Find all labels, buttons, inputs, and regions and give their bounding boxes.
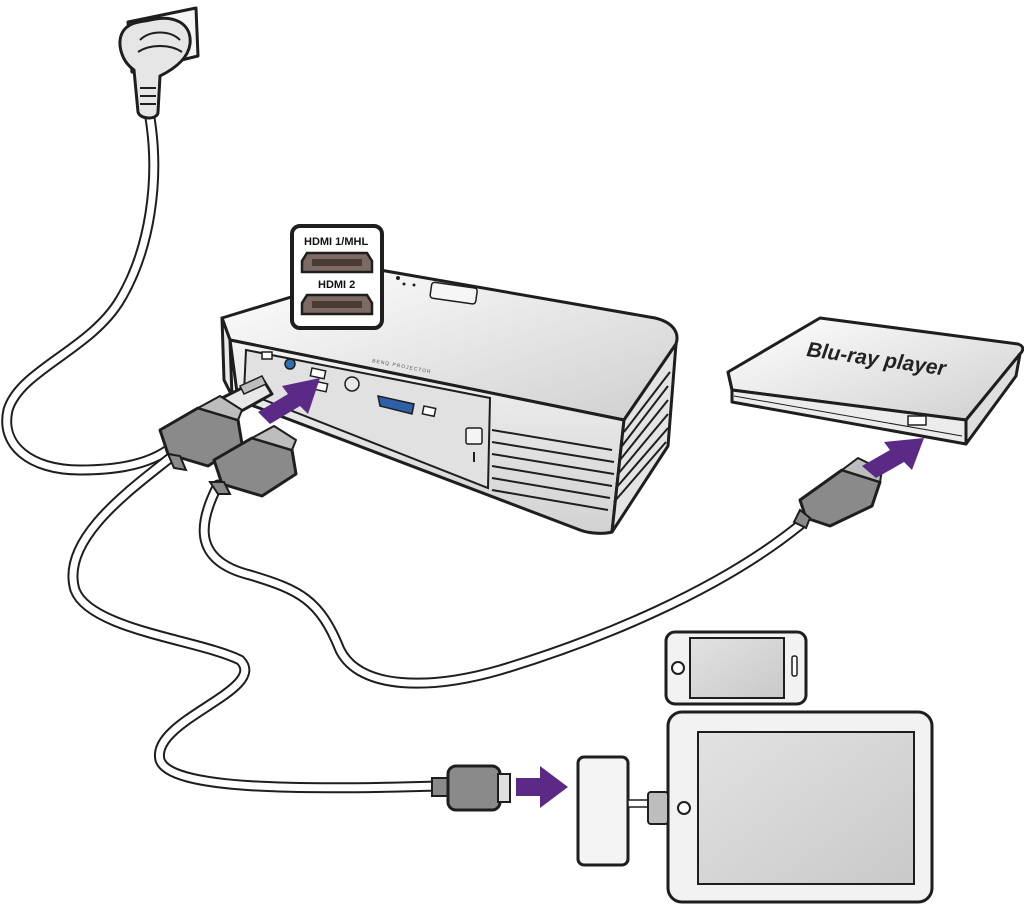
bluray-player: Blu-ray player	[726, 316, 1024, 446]
vga-port	[377, 395, 415, 415]
mhl-adapter-icon	[576, 755, 669, 867]
power-plug-icon	[118, 16, 192, 120]
push-arrow-icon	[258, 378, 320, 424]
hdmi-port-callout: HDMI 1/MHL HDMI 2	[290, 224, 384, 330]
projector-keypad	[396, 276, 478, 305]
hdmi-connector-bluray	[792, 457, 883, 530]
hdmi-connector-2	[208, 425, 298, 498]
push-arrow-icon	[516, 766, 568, 808]
hdmi-cable-bluray	[198, 479, 806, 689]
projector-vents	[491, 371, 671, 511]
hdmi1-mhl-label: HDMI 1/MHL	[304, 236, 368, 248]
smartphone-icon	[664, 630, 808, 706]
projector-ports	[261, 351, 483, 462]
hdmi2-label: HDMI 2	[318, 279, 355, 291]
tablet-icon	[666, 710, 934, 904]
push-arrow-icon	[862, 438, 924, 478]
hdmi1-port	[309, 367, 327, 380]
hdmi-cable-tablet	[67, 452, 446, 794]
bluray-hdmi-port	[907, 415, 927, 426]
hdmi-connector-tablet	[431, 764, 511, 812]
power-switch	[465, 427, 483, 445]
